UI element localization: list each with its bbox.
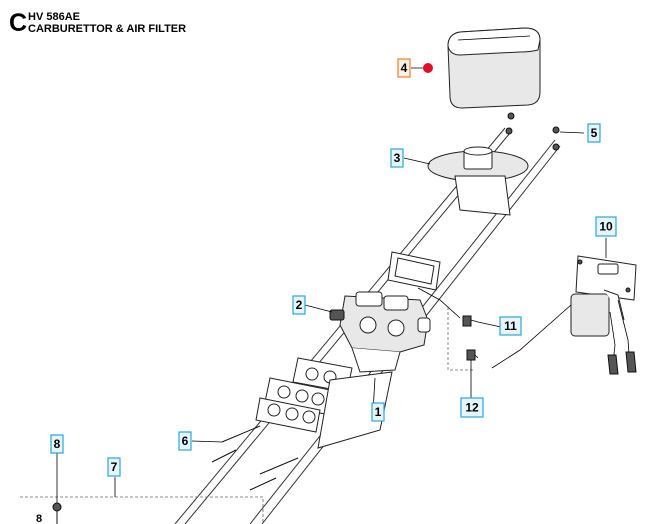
screw-8[interactable]	[52, 502, 62, 524]
solenoid-bracket[interactable]	[491, 255, 637, 375]
callout-label-7: 7	[111, 460, 118, 474]
callout-label-1: 1	[375, 405, 382, 419]
callout-6[interactable]: 6	[178, 431, 192, 451]
callout-3[interactable]: 3	[390, 148, 404, 168]
callout-leaders	[56, 67, 607, 503]
kit-outline-7	[20, 496, 264, 524]
air-filter-cover[interactable]	[447, 27, 541, 109]
callout-label-5: 5	[591, 126, 598, 140]
highlight-dot	[423, 63, 433, 73]
callout-11[interactable]: 11	[499, 316, 522, 336]
callout-label-2: 2	[296, 298, 303, 312]
fitting-leader	[417, 287, 461, 319]
callout-label-12: 12	[465, 401, 479, 415]
callout-8[interactable]: 8	[50, 434, 64, 454]
dashed-outline-11-12	[447, 307, 475, 371]
section-letter: C	[9, 9, 28, 37]
callout-label-3: 3	[394, 151, 401, 165]
callout-label-10: 10	[599, 220, 613, 234]
callout-label-4: 4	[401, 61, 408, 75]
callout-12[interactable]: 12	[460, 397, 484, 418]
diagram-header: C HV 586AE CARBURETTOR & AIR FILTER	[9, 9, 309, 41]
assembly-title: CARBURETTOR & AIR FILTER	[28, 23, 187, 35]
callout-1[interactable]: 1	[371, 402, 385, 422]
callout-7[interactable]: 7	[107, 457, 121, 477]
nuts-group[interactable]	[505, 112, 560, 151]
callout-label-11: 11	[504, 319, 517, 333]
callout-10[interactable]: 10	[595, 216, 617, 237]
partial-label: 8	[36, 513, 42, 524]
hose-fittings[interactable]	[462, 315, 479, 361]
callout-5[interactable]: 5	[587, 123, 601, 143]
callout-2[interactable]: 2	[292, 295, 306, 315]
callout-4[interactable]: 4	[397, 58, 411, 78]
studs[interactable]	[211, 425, 299, 491]
callout-label-8: 8	[54, 437, 61, 451]
carburettor[interactable]	[329, 291, 431, 373]
callout-label-6: 6	[182, 434, 189, 448]
air-filter-base[interactable]	[427, 146, 529, 216]
model-name: HV 586AE	[28, 11, 80, 23]
intake-housing[interactable]	[317, 371, 393, 449]
